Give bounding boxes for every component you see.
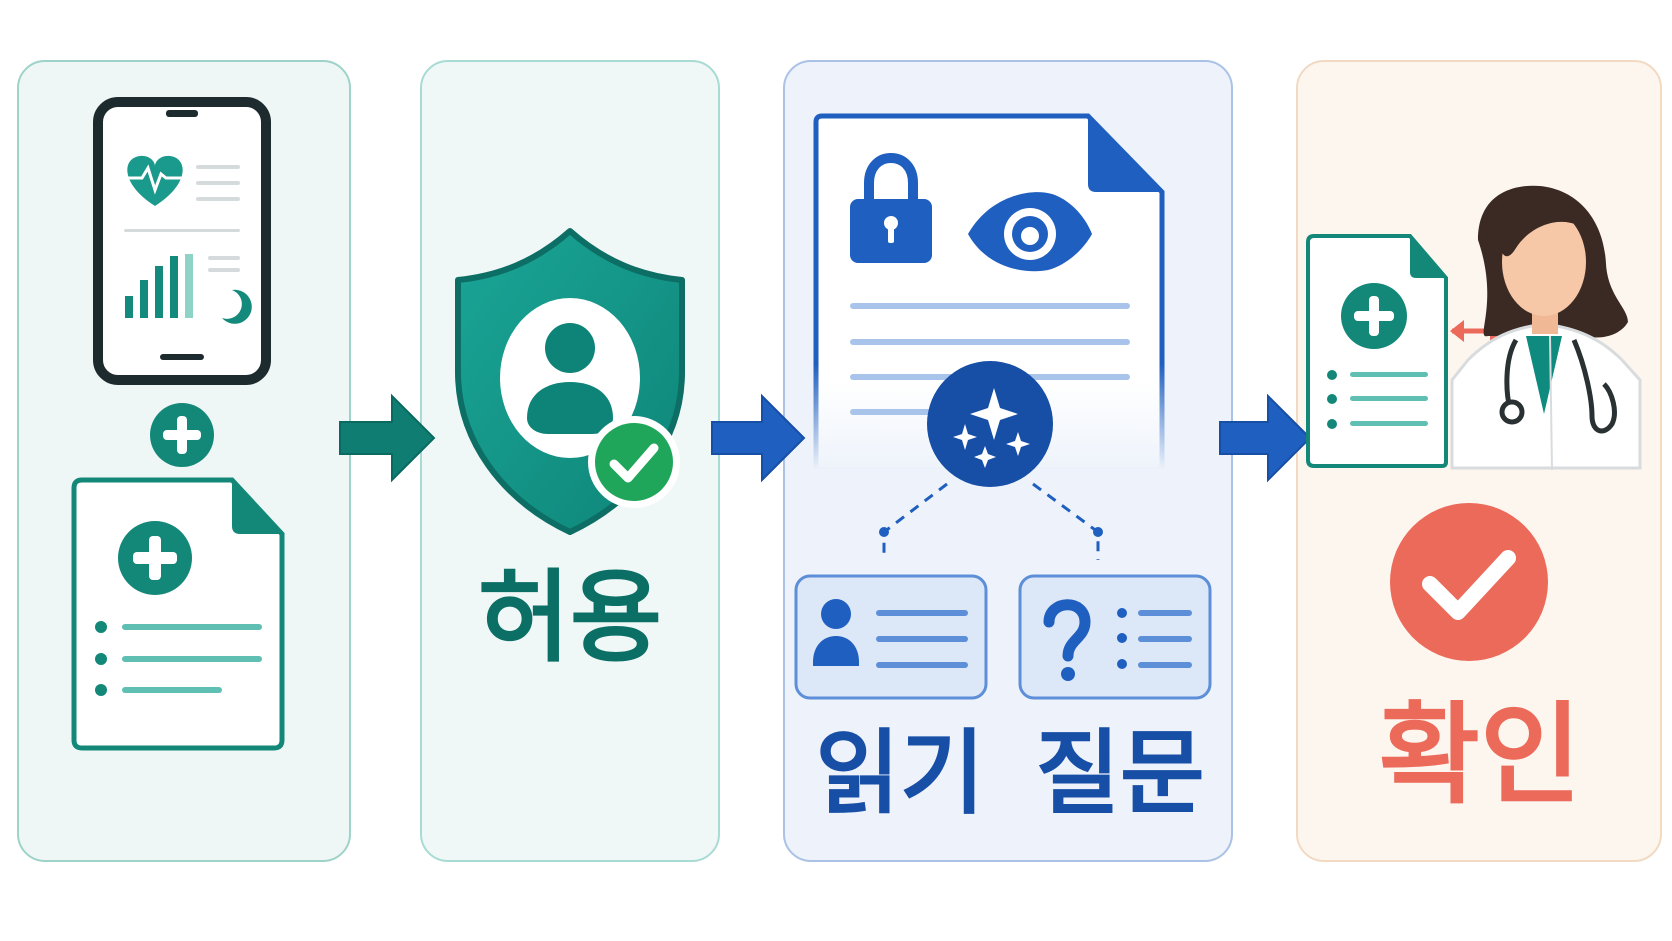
question-icon [1018,574,1212,700]
medical-document-icon [71,477,285,751]
check-circle-icon [1390,503,1548,661]
arrow-right-icon [339,393,436,483]
stethoscope-icon [1499,338,1617,434]
connector-lines [879,482,1103,560]
arrow-right-icon [711,393,806,483]
moon-icon [222,289,252,324]
id-card-icon [794,574,988,700]
bar-chart-icon [125,254,193,318]
step-label-confirm: 확인 [1378,691,1582,819]
plus-icon [150,403,214,467]
step-label-allow: 허용 [478,559,662,676]
heart-pulse-icon [127,155,183,206]
doctor-icon [1450,185,1642,471]
arrow-right-icon [1219,393,1312,483]
step-label-ask: 질문 [1035,720,1205,827]
check-badge-icon [588,416,680,508]
sparkle-icon [927,361,1053,487]
step-label-read: 읽기 [815,720,985,827]
medical-document-icon [1306,234,1448,468]
lock-icon [850,152,932,263]
eye-icon [968,192,1092,272]
phone-icon [93,97,271,385]
user-icon [527,323,613,434]
